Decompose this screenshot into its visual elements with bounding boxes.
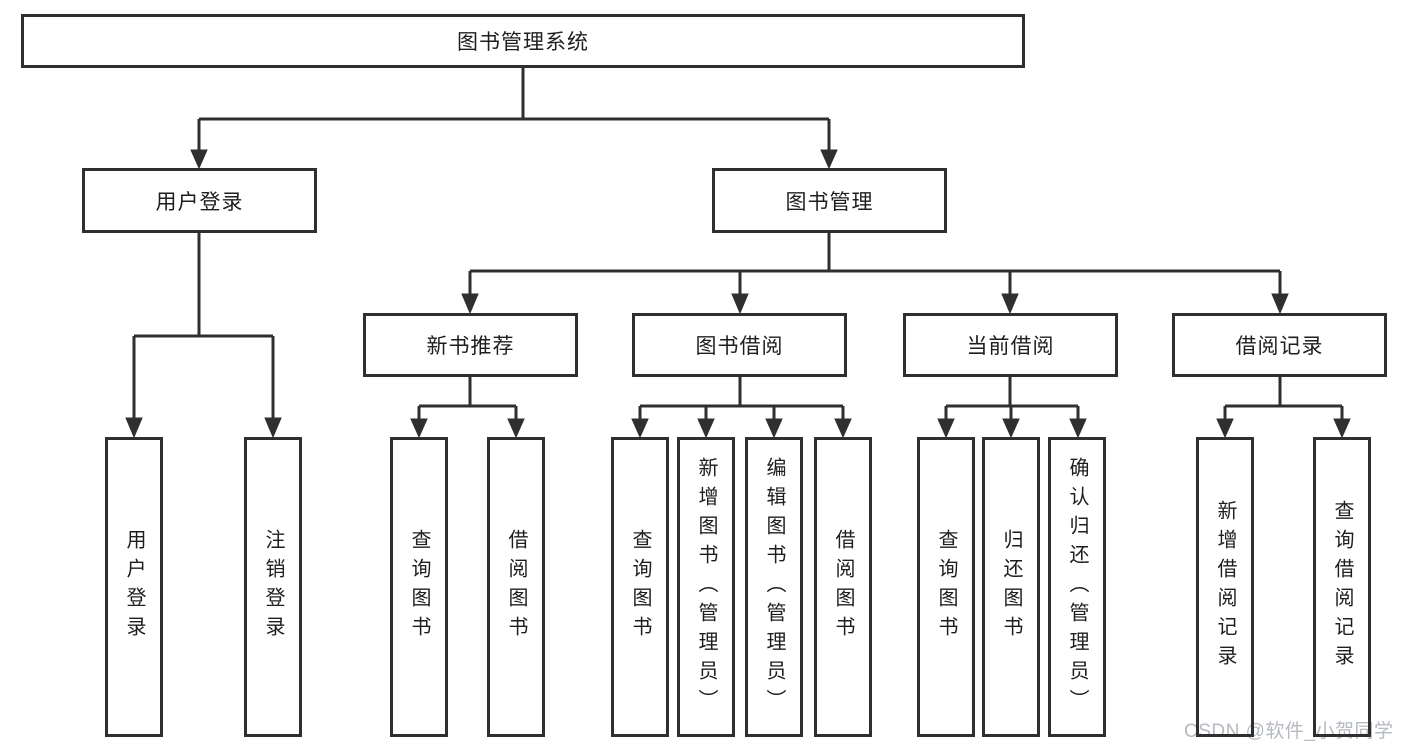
- node-label: 确认归还（管理员）: [1066, 456, 1088, 718]
- node-label: 用户登录: [123, 529, 145, 645]
- leaf-query-borrow-record: 查询借阅记录: [1313, 437, 1371, 737]
- leaf-borrow-books: 借阅图书: [814, 437, 872, 737]
- node-label: 借阅图书: [505, 529, 527, 645]
- leaf-user-login: 用户登录: [105, 437, 163, 737]
- node-label: 归还图书: [1000, 529, 1022, 645]
- node-label: 图书管理: [785, 190, 874, 214]
- node-label: 查询图书: [629, 529, 651, 645]
- leaf-add-books-admin: 新增图书（管理员）: [677, 437, 735, 737]
- node-new-book-recommend: 新书推荐: [363, 313, 578, 377]
- node-label: 查询借阅记录: [1331, 500, 1353, 674]
- leaf-query-books-borrow: 查询图书: [611, 437, 669, 737]
- node-borrow-records: 借阅记录: [1172, 313, 1387, 377]
- node-label: 新增借阅记录: [1214, 500, 1236, 674]
- leaf-logout: 注销登录: [244, 437, 302, 737]
- edge-borrow-records-to-leaves: [1216, 377, 1351, 439]
- node-root-book-management-system: 图书管理系统: [21, 14, 1025, 68]
- node-label: 查询图书: [935, 529, 957, 645]
- node-label: 查询图书: [408, 529, 430, 645]
- edge-root-to-level2: [190, 68, 838, 170]
- edge-book-borrow-to-leaves: [631, 377, 852, 439]
- leaf-return-books: 归还图书: [982, 437, 1040, 737]
- node-label: 图书借阅: [695, 335, 784, 358]
- edge-user-login-to-leaves: [125, 233, 282, 439]
- edge-current-borrow-to-leaves: [937, 377, 1087, 439]
- node-label: 注销登录: [262, 529, 284, 645]
- node-current-borrow: 当前借阅: [903, 313, 1118, 377]
- node-user-login: 用户登录: [82, 168, 317, 233]
- leaf-query-books-current: 查询图书: [917, 437, 975, 737]
- leaf-confirm-return-admin: 确认归还（管理员）: [1048, 437, 1106, 737]
- node-label: 新增图书（管理员）: [695, 456, 717, 718]
- node-label: 编辑图书（管理员）: [763, 456, 785, 718]
- edge-book-management-to-level3: [461, 233, 1289, 315]
- node-label: 图书管理系统: [457, 31, 589, 54]
- node-label: 当前借阅: [966, 335, 1055, 358]
- leaf-add-borrow-record: 新增借阅记录: [1196, 437, 1254, 737]
- node-label: 借阅图书: [832, 529, 854, 645]
- node-label: 用户登录: [155, 190, 244, 214]
- node-book-borrow: 图书借阅: [632, 313, 847, 377]
- node-label: 新书推荐: [426, 335, 515, 358]
- leaf-query-books-recommend: 查询图书: [390, 437, 448, 737]
- edge-new-book-recommend-to-leaves: [410, 377, 525, 439]
- node-book-management: 图书管理: [712, 168, 947, 233]
- leaf-borrow-books-recommend: 借阅图书: [487, 437, 545, 737]
- node-label: 借阅记录: [1235, 335, 1324, 358]
- leaf-edit-books-admin: 编辑图书（管理员）: [745, 437, 803, 737]
